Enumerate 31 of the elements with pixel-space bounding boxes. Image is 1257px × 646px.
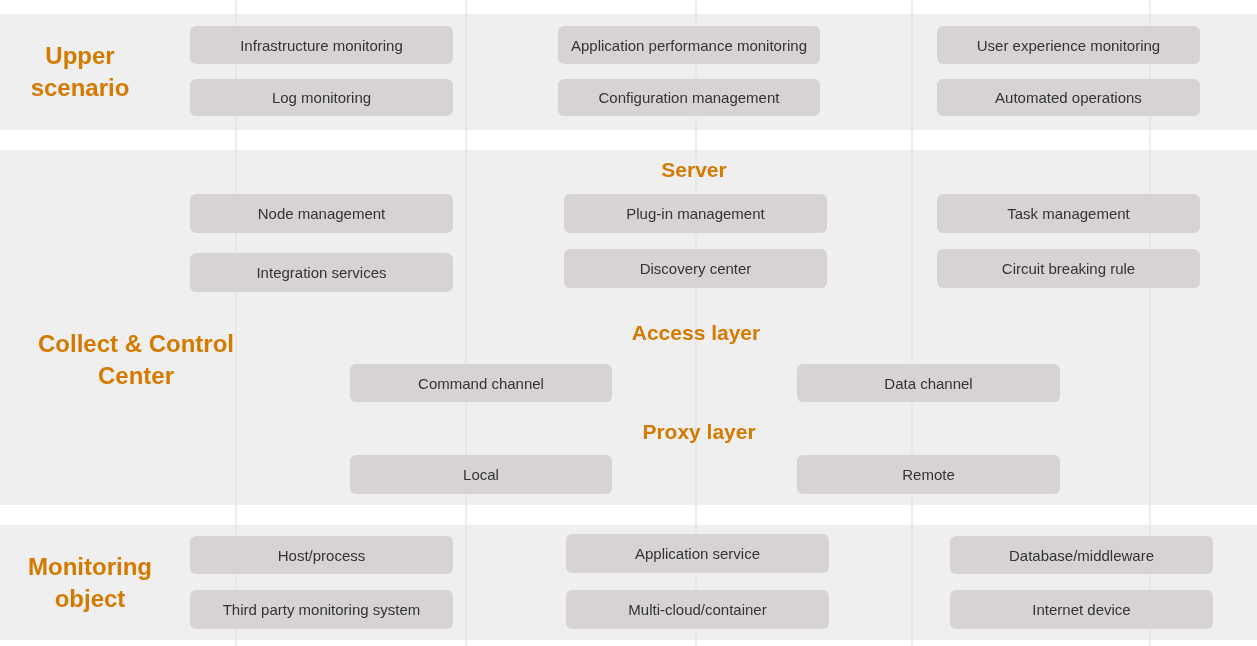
- module-box: Automated operations: [937, 79, 1200, 116]
- module-box: Application service: [566, 534, 829, 573]
- module-box: Application performance monitoring: [558, 26, 820, 64]
- module-box: Command channel: [350, 364, 612, 402]
- section-heading: Server: [661, 157, 727, 183]
- layer-heading: Monitoring object: [27, 552, 153, 614]
- module-box: Plug-in management: [564, 194, 827, 233]
- module-box: Remote: [797, 455, 1060, 494]
- module-box: Infrastructure monitoring: [190, 26, 453, 64]
- module-box: Integration services: [190, 253, 453, 292]
- module-box: Task management: [937, 194, 1200, 233]
- module-box: Log monitoring: [190, 79, 453, 116]
- module-box: Configuration management: [558, 79, 820, 116]
- layer-heading: Upper scenario: [29, 41, 131, 103]
- module-box: Internet device: [950, 590, 1213, 629]
- module-box: Node management: [190, 194, 453, 233]
- layer-band: [0, 525, 1257, 640]
- module-box: Database/middleware: [950, 536, 1213, 574]
- module-box: Host/process: [190, 536, 453, 574]
- section-heading: Proxy layer: [642, 419, 756, 445]
- module-box: Discovery center: [564, 249, 827, 288]
- module-box: Circuit breaking rule: [937, 249, 1200, 288]
- layer-band: [0, 150, 1257, 505]
- section-heading: Access layer: [631, 320, 761, 346]
- module-box: Multi-cloud/container: [566, 590, 829, 629]
- module-box: User experience monitoring: [937, 26, 1200, 64]
- layer-band: [0, 14, 1257, 130]
- module-box: Third party monitoring system: [190, 590, 453, 629]
- module-box: Data channel: [797, 364, 1060, 402]
- layer-heading: Collect & Control Center: [37, 329, 235, 391]
- module-box: Local: [350, 455, 612, 494]
